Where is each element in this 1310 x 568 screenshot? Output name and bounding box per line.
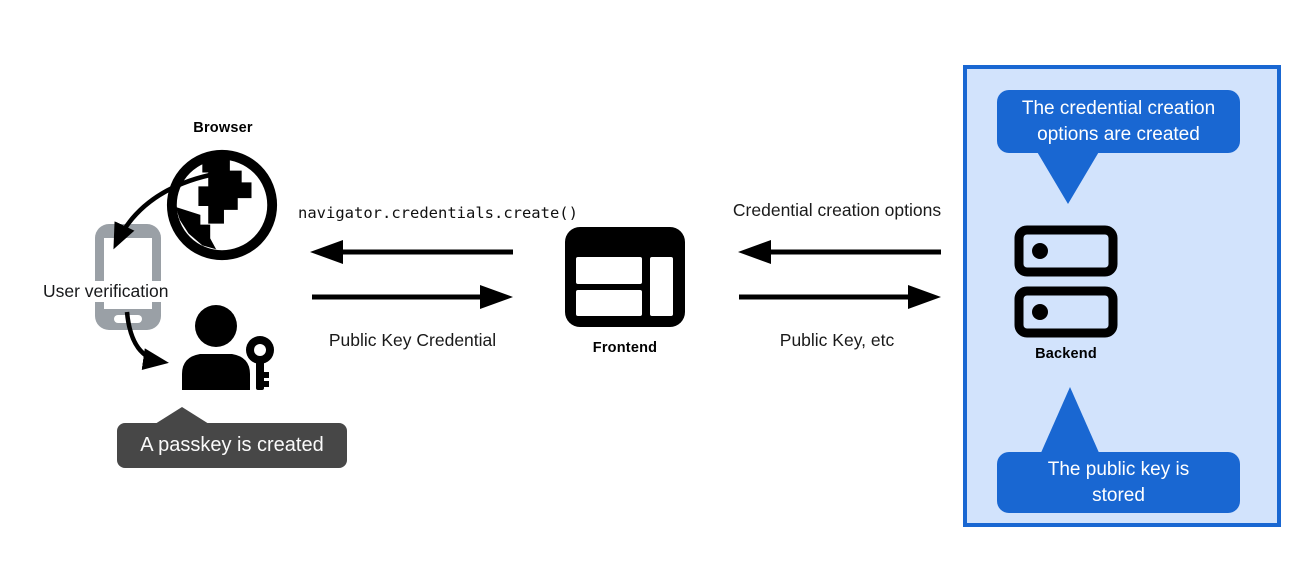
options-created-text: The credential creation options are crea… (1021, 98, 1216, 145)
passkey-callout-pointer (155, 407, 209, 424)
public-key-etc-label: Public Key, etc (779, 330, 895, 350)
stored-callout-pointer (1040, 387, 1100, 455)
phone-icon (95, 224, 161, 330)
browser-label: Browser (193, 120, 253, 136)
user-verification-label: User verification (40, 281, 172, 302)
key-stored-callout: The public key is stored (997, 452, 1240, 513)
arrow-navigator-credentials-create (310, 240, 513, 264)
person-key-icon (182, 305, 274, 390)
options-callout-pointer (1036, 150, 1100, 204)
browser-window-icon (565, 227, 685, 327)
server-stack-icon (1014, 225, 1118, 338)
arrow-public-key-credential (312, 285, 513, 309)
public-key-credential-label: Public Key Credential (328, 330, 497, 350)
arrow-public-key-etc (739, 285, 941, 309)
arrow-credential-creation-options (738, 240, 941, 264)
globe-icon (166, 149, 278, 261)
passkey-callout-text: A passkey is created (140, 434, 324, 456)
passkey-callout: A passkey is created (117, 423, 347, 468)
frontend-label: Frontend (592, 340, 658, 356)
options-created-callout: The credential creation options are crea… (997, 90, 1240, 153)
key-stored-text: The public key is stored (1047, 459, 1190, 506)
navigator-credentials-create-label: navigator.credentials.create() (298, 204, 578, 222)
arrow-browser-to-verification (113, 172, 211, 250)
credential-creation-options-label: Credential creation options (732, 200, 942, 220)
arrow-verification-to-passkey (124, 311, 169, 371)
backend-label: Backend (1035, 346, 1097, 362)
